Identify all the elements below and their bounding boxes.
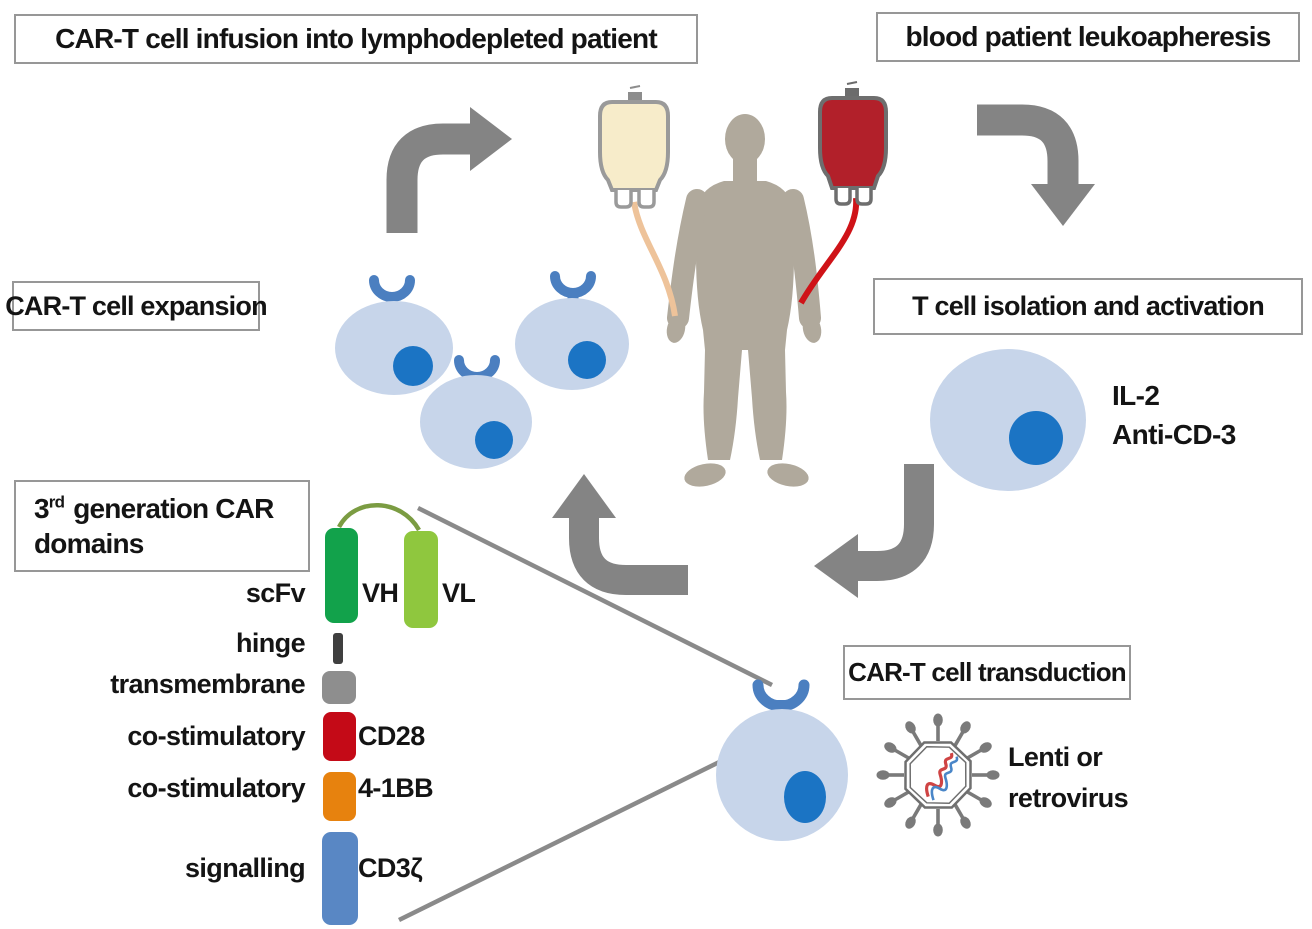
il2-label: IL-2 — [1112, 380, 1160, 411]
hinge-label: hinge — [236, 628, 306, 658]
generation-ordinal-sup: rd — [48, 492, 65, 512]
infusion-step-box: CAR-T cell infusion into lymphodepleted … — [14, 14, 698, 64]
41bb-label: 4-1BB — [358, 773, 434, 803]
scfv-label: scFv — [245, 578, 306, 608]
expansion-step-box: CAR-T cell expansion — [5, 281, 268, 331]
transduction-step-box: CAR-T cell transduction — [843, 645, 1131, 700]
cd28-rect — [323, 712, 356, 761]
car-t-cell-icon — [420, 355, 532, 469]
virus-type-label-line2: retrovirus — [1008, 783, 1129, 813]
vl-domain-rect — [404, 531, 438, 628]
costimulatory1-label: co-stimulatory — [127, 721, 305, 751]
cd3zeta-label: CD3ζ — [358, 853, 423, 883]
generation-title-line2: domains — [34, 528, 144, 559]
flow-arrow-leukoapheresis — [977, 104, 1095, 226]
human-silhouette-icon — [666, 114, 822, 487]
virus-icon — [876, 713, 1000, 837]
hinge-rect — [333, 633, 343, 664]
car-t-cell-icon — [515, 271, 629, 390]
generation-title-rest: generation CAR — [73, 493, 274, 524]
vl-label: VL — [442, 578, 476, 608]
flow-arrow-infusion — [386, 107, 512, 233]
generation-ordinal: 3 — [34, 493, 50, 524]
cd3zeta-rect — [322, 832, 358, 925]
generation-title-line1: 3rd generation CAR — [34, 491, 274, 526]
anti-cd3-label: Anti-CD-3 — [1112, 419, 1236, 450]
flow-arrow-isolation-to-transduction — [814, 464, 934, 598]
isolation-step-box: T cell isolation and activation — [873, 278, 1303, 335]
flow-arrow-transduction-to-expansion — [552, 474, 688, 595]
vh-label: VH — [362, 578, 399, 608]
signalling-label: signalling — [184, 853, 306, 883]
car-leader-lines — [398, 505, 774, 923]
cd28-label: CD28 — [358, 721, 425, 751]
blood-bag-icon — [798, 81, 888, 305]
virus-type-label-line1: Lenti or — [1008, 742, 1103, 772]
41bb-rect — [323, 772, 356, 821]
car-t-cell-icon — [716, 679, 848, 841]
vh-domain-rect — [325, 528, 358, 623]
car-construct — [322, 503, 438, 925]
transmembrane-rect — [322, 671, 356, 704]
t-cell-icon — [930, 349, 1086, 491]
leukoapheresis-step-box: blood patient leukoapheresis — [876, 12, 1300, 62]
costimulatory2-label: co-stimulatory — [127, 773, 305, 803]
plasma-bag-icon — [598, 85, 678, 317]
car-t-cell-icon — [335, 275, 453, 395]
transmembrane-label: transmembrane — [110, 669, 305, 699]
generation-title-box: 3rd generation CAR domains — [14, 480, 310, 572]
